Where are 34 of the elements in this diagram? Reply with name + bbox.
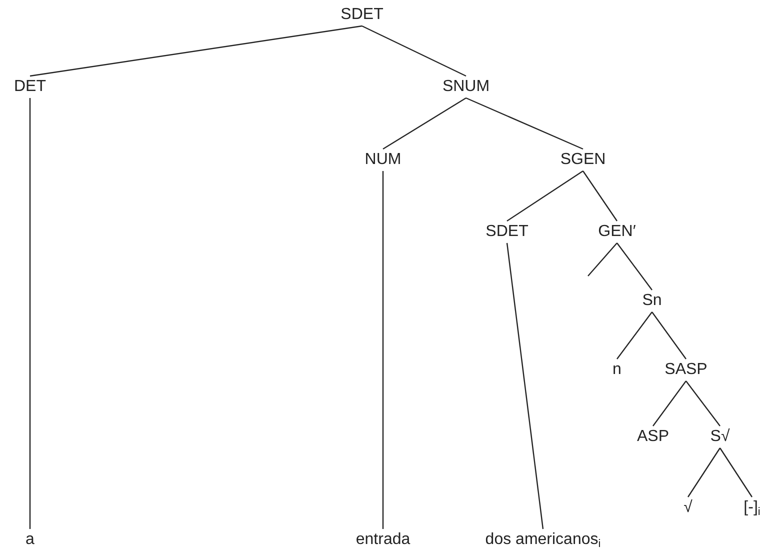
- tree-branch: [30, 25, 362, 77]
- tree-label: SDET: [340, 6, 384, 24]
- tree-label: SDET: [486, 223, 528, 241]
- tree-branch: [29, 98, 31, 529]
- tree-branch: [582, 170, 618, 222]
- tree-label: S√: [710, 428, 730, 446]
- tree-label: SGEN: [560, 151, 606, 169]
- tree-branch: [506, 242, 544, 530]
- tree-branch: [466, 97, 584, 150]
- tree-branch: [362, 25, 466, 77]
- tree-branch: [686, 380, 720, 426]
- tree-branch: [652, 380, 686, 426]
- tree-branch: [720, 448, 752, 498]
- tree-label: ASP: [637, 428, 669, 446]
- tree-label: SNUM: [442, 78, 490, 96]
- tree-branch: [652, 312, 686, 360]
- tree-label: Sn: [642, 292, 662, 310]
- tree-label: entrada: [356, 531, 410, 549]
- tree-label: DET: [14, 78, 46, 96]
- tree-label: NUM: [364, 151, 402, 169]
- tree-branch: [588, 242, 618, 276]
- tree-branch: [382, 171, 384, 529]
- tree-branch: [382, 97, 466, 150]
- tree-label: SASP: [664, 361, 708, 379]
- tree-label: n: [612, 361, 622, 379]
- tree-branch: [616, 312, 652, 360]
- tree-branch: [506, 170, 584, 222]
- tree-label: a: [26, 531, 34, 549]
- tree-label: dos americanos$_{i}$: [485, 531, 601, 549]
- tree-label: GEN′: [598, 223, 636, 241]
- tree-branch: [688, 448, 720, 498]
- tree-branch: [616, 242, 652, 290]
- tree-label: √: [684, 499, 692, 517]
- tree-label: [-]$_{i}$: [744, 499, 760, 517]
